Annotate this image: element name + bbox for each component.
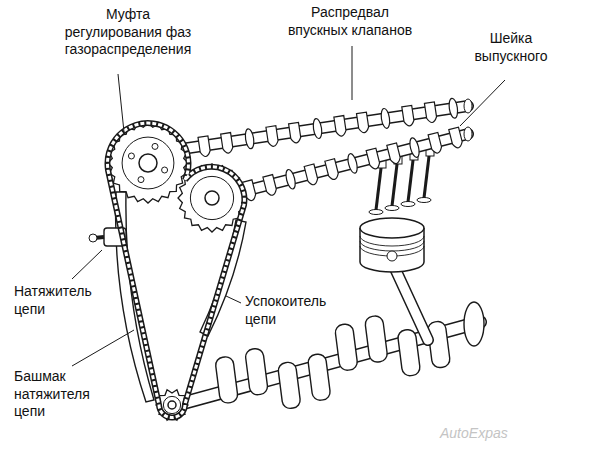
crank-web (307, 353, 331, 401)
part-label: Шейка выпускного (458, 30, 564, 65)
crank-flange (464, 302, 484, 346)
leader-line (460, 80, 505, 126)
crank-web (334, 323, 358, 371)
part-label: Натяжитель цепи (14, 283, 109, 318)
crank-web (245, 348, 269, 396)
crank-web (364, 315, 388, 363)
connecting-rod (392, 262, 428, 340)
crank-web (215, 356, 239, 404)
leader-line (72, 330, 134, 366)
crank-web (397, 329, 421, 377)
part-label: Распредвал впускных клапанов (280, 4, 420, 39)
leader-line (226, 296, 241, 303)
connecting-rod-inner (392, 262, 428, 340)
exhaust-camshaft (225, 127, 472, 202)
part-label: Успокоитель цепи (245, 293, 345, 328)
leader-line (72, 250, 102, 279)
watermark: AutoExpas (440, 425, 580, 443)
piston (360, 218, 424, 272)
part-label: Башмак натяжителя цепи (14, 368, 114, 421)
leader-line (352, 46, 353, 100)
part-label: Муфта регулирования фаз газораспределени… (58, 6, 198, 59)
timing-chain (107, 123, 244, 417)
crank-web (277, 361, 301, 409)
leader-line (118, 74, 124, 132)
timing-chain-links (107, 123, 244, 417)
